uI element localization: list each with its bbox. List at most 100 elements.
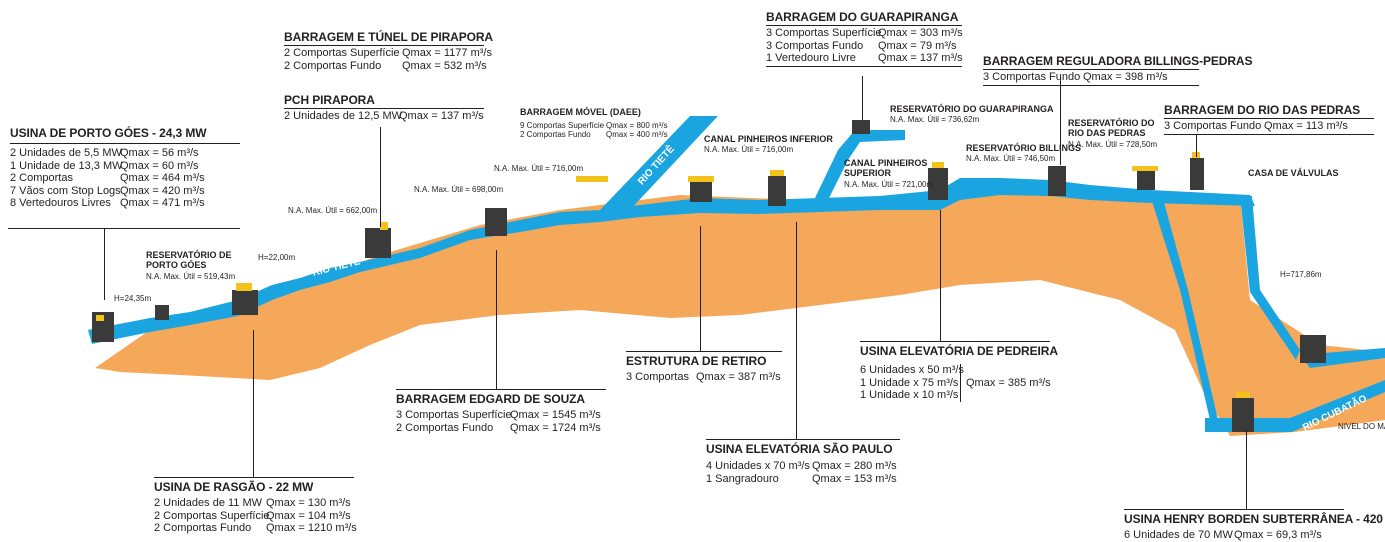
row: 2 Unidades de 12,5 MWQmax = 137 m³/s [284, 110, 484, 123]
leader-rio-pedras [1196, 135, 1197, 157]
callout-pirapora-dam: BARRAGEM E TÚNEL DE PIRAPORA 2 Comportas… [284, 30, 493, 73]
row-value: Qmax = 398 m³/s [1083, 71, 1168, 83]
row-value: Qmax = 1177 m³/s [402, 47, 492, 59]
divider [396, 389, 606, 390]
porto-goes-structure-2 [155, 305, 169, 320]
label-na-716a: N.A. Max. Útil = 716,00m [494, 164, 584, 173]
retiro-structure [690, 182, 712, 202]
row-value: Qmax = 69,3 m³/s [1234, 529, 1322, 541]
label-barragem-movel: BARRAGEM MÓVEL (DAEE) [520, 107, 641, 117]
row-label: 2 Unidades de 11 MW [154, 497, 263, 509]
row-value: Qmax = 532 m³/s [402, 59, 487, 72]
guarapiranga-channel [815, 130, 905, 200]
row-label: 8 Vertedouros Livres [10, 197, 111, 209]
row: 1 Unidade x 10 m³/s [860, 389, 1050, 402]
leader-edgard [496, 250, 497, 390]
row: 3 Comportas SuperfícieQmax = 1545 m³/s [396, 409, 606, 422]
leader-retiro [700, 226, 701, 352]
row-value: Qmax = 60 m³/s [120, 159, 199, 172]
leader-porto-goes [104, 228, 105, 300]
title-porto-goes: USINA DE PORTO GÓES - 24,3 MW [10, 126, 207, 140]
label-na-7465: N.A. Max. Útil = 746,50m [966, 154, 1056, 163]
callout-guarapiranga: BARRAGEM DO GUARAPIRANGA 3 Comportas Sup… [766, 10, 963, 70]
row: 3 Comportas Fundo Qmax = 79 m³/s [766, 40, 962, 53]
leader-guarapiranga [862, 76, 863, 120]
row: 1 Unidade x 75 m³/s [860, 377, 1050, 390]
henry-borden-structure [1232, 398, 1254, 432]
row-label: 2 Comportas [10, 172, 73, 184]
gate-rasgao [236, 283, 252, 291]
leader-billings [1060, 77, 1061, 165]
row-label: 1 Sangradouro [706, 472, 779, 485]
gate-pedreira [932, 162, 944, 168]
title-pirapora-dam: BARRAGEM E TÚNEL DE PIRAPORA [284, 30, 493, 44]
row-label: 1 Unidade x 10 m³/s [860, 389, 959, 401]
title-edgard-souza: BARRAGEM EDGARD DE SOUZA [396, 392, 585, 406]
label-h-71786: H=717,86m [1280, 270, 1322, 279]
divider [1124, 509, 1344, 510]
title-pch-pirapora: PCH PIRAPORA [284, 93, 375, 107]
divider [706, 439, 900, 440]
leader-porto-goes-h [8, 228, 240, 229]
divider [983, 69, 1199, 70]
divider [1164, 133, 1374, 135]
gate-rio-pedras [1132, 166, 1158, 171]
casa-valvulas-structure [1190, 158, 1204, 190]
row-label: 3 Comportas Fundo [766, 39, 864, 52]
row-label: 1 Unidade de 13,3 MW [10, 159, 123, 172]
rio-tiete-inflow [600, 116, 718, 212]
row-value: Qmax = 303 m³/s [878, 27, 963, 39]
row-label: 3 Comportas Superfície [396, 409, 512, 421]
row-value: Qmax = 56 m³/s [120, 147, 199, 159]
row-value: Qmax = 387 m³/s [696, 371, 781, 383]
title-sao-paulo: USINA ELEVATÓRIA SÃO PAULO [706, 442, 893, 456]
label-casa-valvulas: CASA DE VÁLVULAS [1248, 168, 1339, 178]
rio-pedras-structure [1137, 168, 1155, 190]
title-billings-pedras: BARRAGEM REGULADORA BILLINGS-PEDRAS [983, 54, 1253, 68]
row: 1 Unidade de 13,3 MWQmax = 60 m³/s [10, 160, 240, 173]
label-reservatorio-porto-goes: RESERVATÓRIO DE [146, 250, 232, 260]
row-label: 2 Unidades de 12,5 MW [284, 110, 403, 122]
row-label: 4 Unidades x 70 m³/s [706, 460, 810, 472]
title-guarapiranga: BARRAGEM DO GUARAPIRANGA [766, 10, 959, 24]
row-value: Qmax = 464 m³/s [120, 172, 205, 184]
label-canal-inferior: CANAL PINHEIROS INFERIOR [704, 134, 833, 144]
leader-sao-paulo [796, 222, 797, 440]
row-label: 2 Comportas Fundo [396, 421, 494, 434]
row-label: 6 Unidades de 70 MW [1124, 529, 1233, 541]
bm-row2-l: 2 Comportas Fundo [520, 130, 591, 139]
divider [626, 351, 782, 352]
label-h-2200: H=22,00m [258, 253, 296, 262]
divider [766, 25, 962, 26]
gate-retiro [688, 176, 714, 182]
leader-rasgao [253, 330, 254, 478]
label-na-porto-goes: N.A. Max. Útil = 519,43m [146, 272, 236, 281]
row-label: 6 Unidades x 50 m³/s [860, 364, 964, 376]
pedreira-rows: 6 Unidades x 50 m³/s 1 Unidade x 75 m³/s… [860, 364, 1051, 402]
divider [284, 45, 484, 46]
title-rio-das-pedras: BARRAGEM DO RIO DAS PEDRAS [1164, 103, 1361, 117]
row-value: Qmax = 79 m³/s [878, 39, 957, 52]
callout-henry-borden: USINA HENRY BORDEN SUBTERRÂNEA - 420 MW … [1124, 509, 1385, 542]
row-value: Qmax = 420 m³/s [120, 184, 205, 197]
label-na-7285: N.A. Max. Útil = 728,50m [1068, 140, 1158, 149]
callout-pch-pirapora: PCH PIRAPORA 2 Unidades de 12,5 MWQmax =… [284, 93, 484, 123]
row-label: 2 Comportas Fundo [154, 522, 252, 534]
row: 6 Unidades x 50 m³/s [860, 364, 1050, 377]
row-value: Qmax = 385 m³/s [966, 377, 1051, 389]
bm-row1-r: Qmax = 800 m³/s [606, 121, 668, 130]
gate-pirapora [380, 222, 388, 230]
bm-row1-l: 9 Comportas Superfície [520, 121, 605, 130]
row-value: Qmax = 113 m³/s [1264, 120, 1348, 132]
outlet-structure [1300, 335, 1326, 363]
callout-sao-paulo: USINA ELEVATÓRIA SÃO PAULO 4 Unidades x … [706, 439, 900, 485]
